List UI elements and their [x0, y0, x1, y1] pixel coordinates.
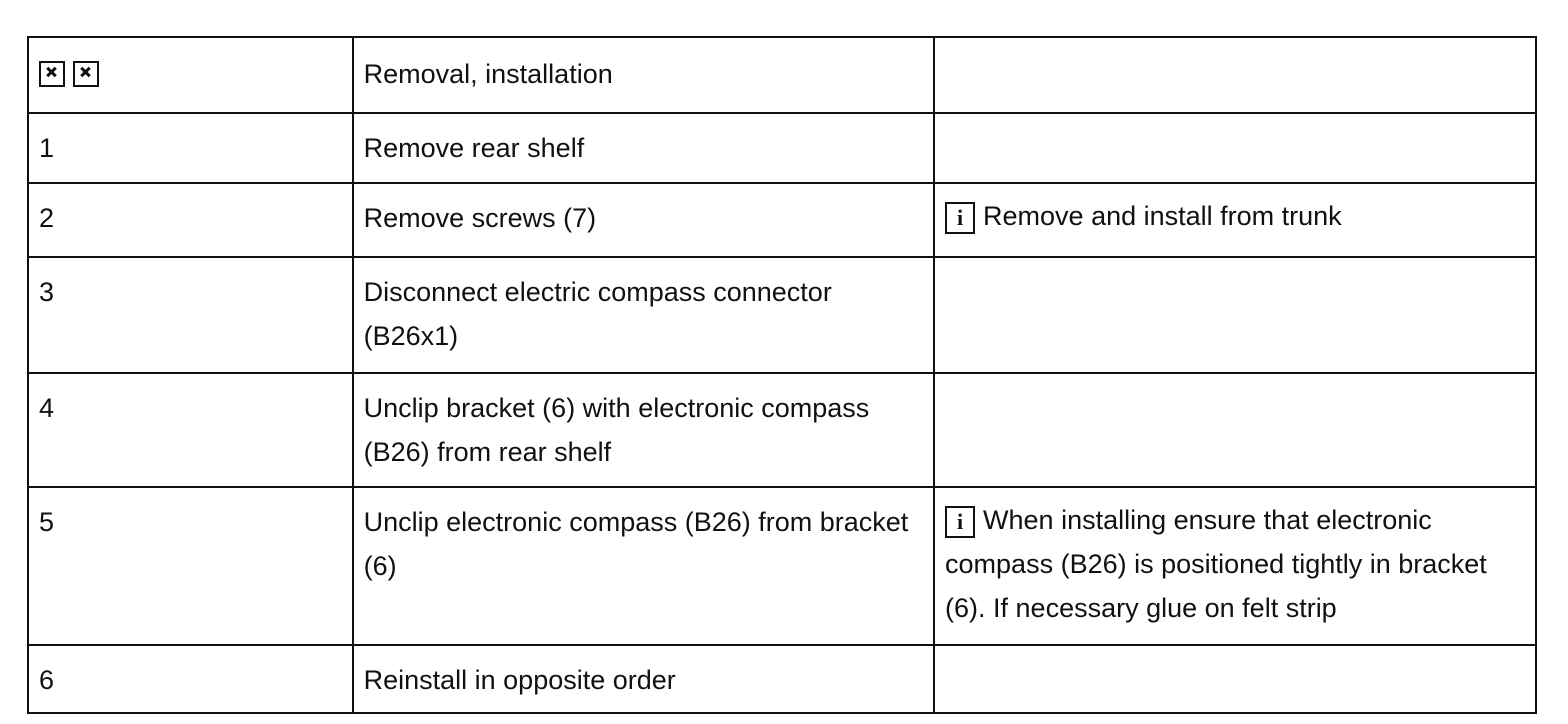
step-note	[933, 644, 1537, 714]
header-title: Removal, installation	[351, 36, 936, 114]
step-action: Remove screws (7)	[351, 182, 936, 258]
step-note	[933, 256, 1537, 374]
table-row: 4 Unclip bracket (6) with electronic com…	[27, 372, 1537, 488]
header-row: Removal, installation	[27, 36, 1537, 114]
step-action: Reinstall in opposite order	[351, 644, 936, 714]
step-action: Remove rear shelf	[351, 112, 936, 184]
header-symbols-cell	[27, 36, 354, 114]
header-note-cell	[933, 36, 1537, 114]
table-row: 1 Remove rear shelf	[27, 112, 1537, 184]
tool-symbol-icon	[73, 60, 99, 87]
step-note-text: When installing ensure that electronic c…	[945, 505, 1487, 623]
table-row: 3 Disconnect electric compass connector …	[27, 256, 1537, 374]
step-number: 6	[27, 644, 354, 714]
step-note	[933, 372, 1537, 488]
step-number: 2	[27, 182, 354, 258]
info-icon: i	[945, 505, 976, 538]
step-note	[933, 112, 1537, 184]
step-number: 5	[27, 486, 354, 646]
step-number: 4	[27, 372, 354, 488]
step-action: Unclip electronic compass (B26) from bra…	[351, 486, 936, 646]
step-number: 1	[27, 112, 354, 184]
table-row: 6 Reinstall in opposite order	[27, 644, 1537, 714]
step-action: Disconnect electric compass connector (B…	[351, 256, 936, 374]
step-number: 3	[27, 256, 354, 374]
tool-symbol-icon	[39, 60, 65, 87]
info-icon: i	[945, 201, 976, 234]
table-row: 5 Unclip electronic compass (B26) from b…	[27, 486, 1537, 646]
step-action: Unclip bracket (6) with electronic compa…	[351, 372, 936, 488]
step-note-text: Remove and install from trunk	[983, 201, 1342, 231]
procedure-table: Removal, installation 1 Remove rear shel…	[27, 36, 1537, 714]
